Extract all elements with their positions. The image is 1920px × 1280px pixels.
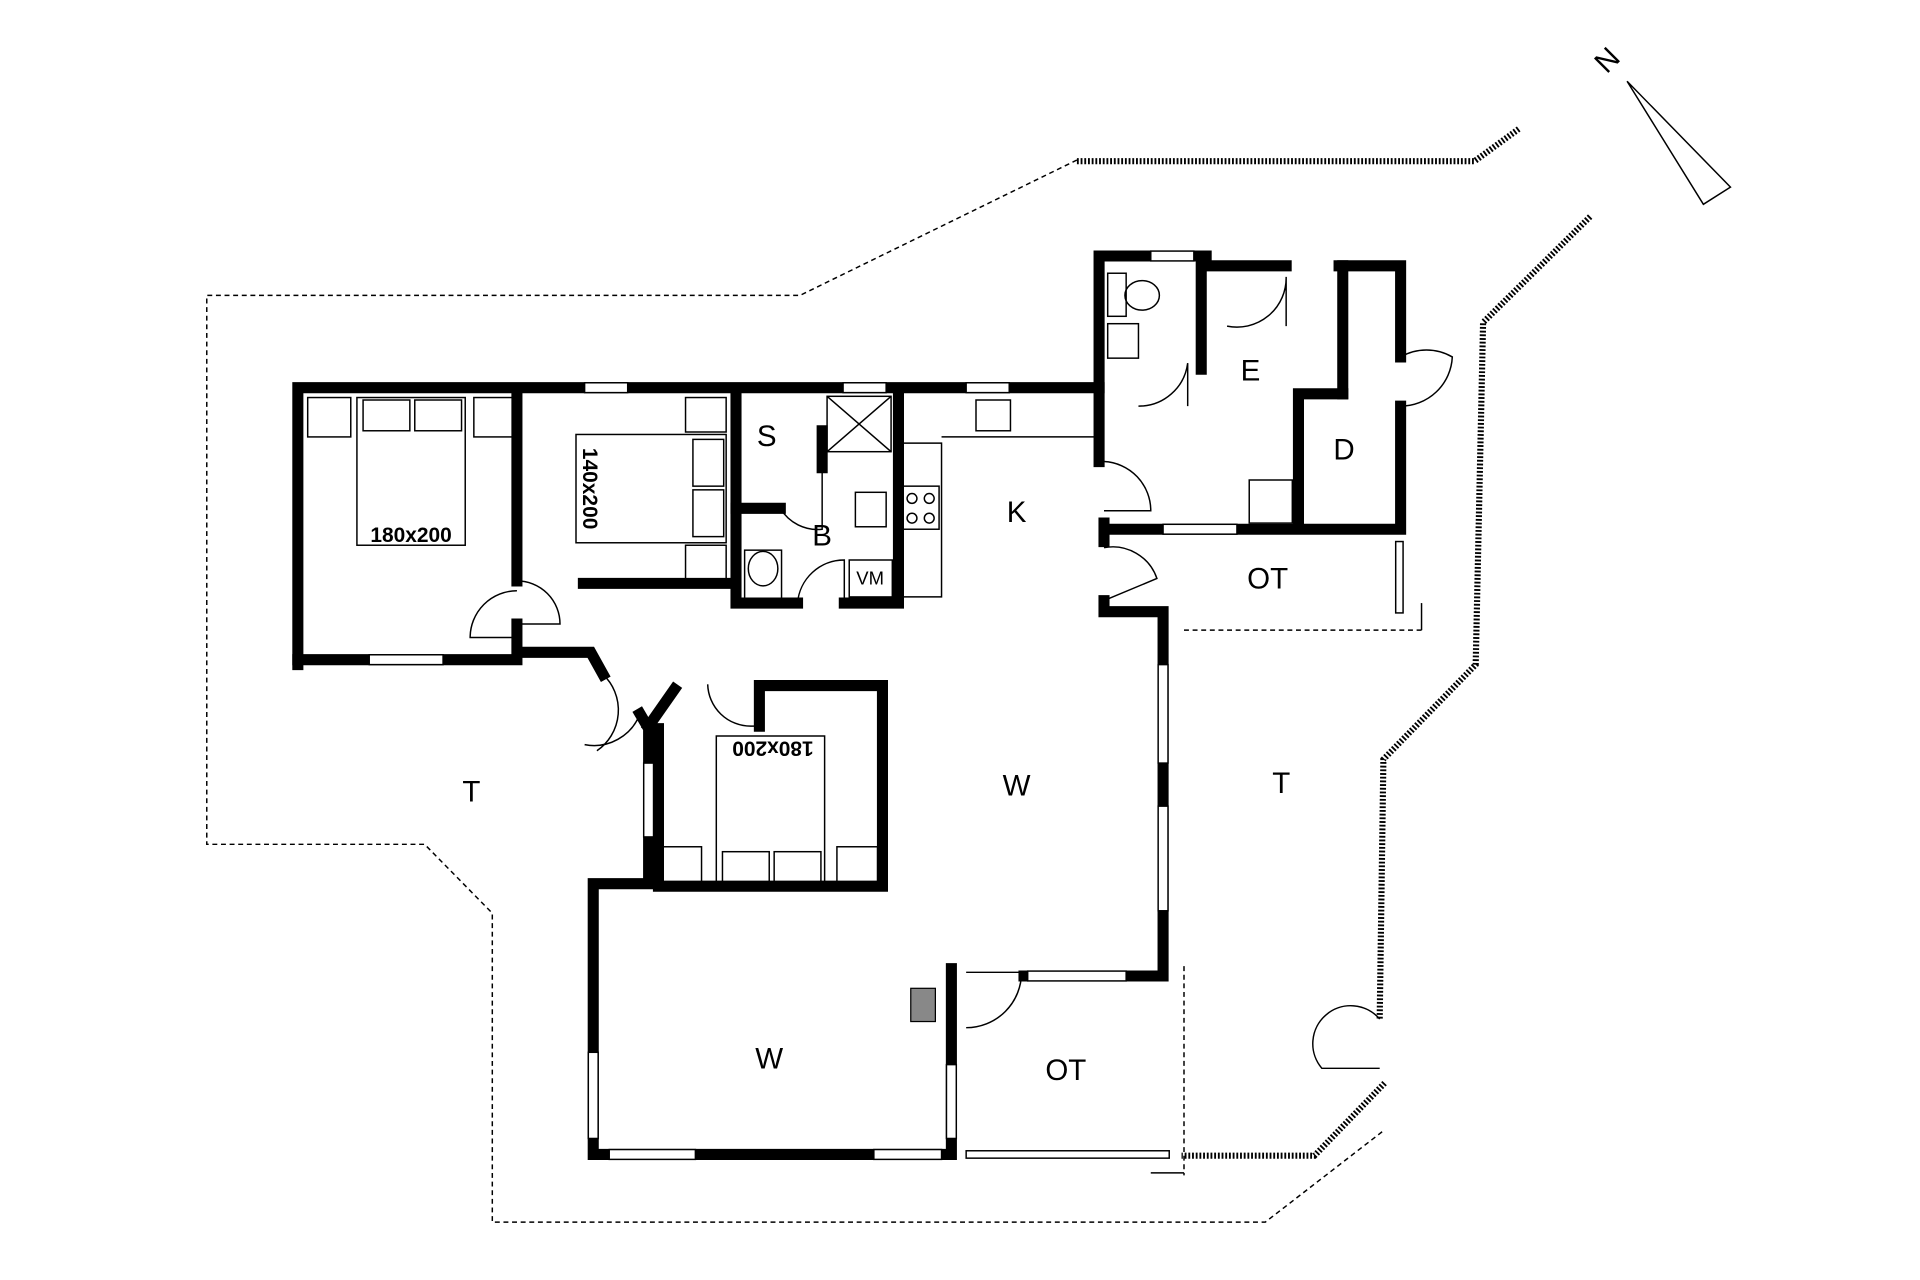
room-label-b: B — [812, 520, 832, 553]
room-label-e: E — [1241, 355, 1261, 388]
toilet-icon — [743, 549, 783, 601]
room-label-t: T — [1272, 767, 1290, 800]
wc-sink-icon — [1106, 322, 1140, 359]
room-label-d: D — [1333, 433, 1354, 466]
room-labels: 180x200 140x200 180x200 S B VM K E D OT … — [370, 355, 1354, 1087]
bed-size-label: 140x200 — [578, 448, 601, 529]
bed-size-label: 180x200 — [370, 524, 451, 547]
north-label: N — [1588, 41, 1626, 79]
bed-icon — [575, 433, 727, 544]
room-label-ot: OT — [1247, 563, 1288, 596]
wc-toilet-icon — [1106, 272, 1127, 318]
stove-icon — [901, 485, 940, 530]
washing-machine-label: VM — [856, 568, 884, 589]
north-arrow-icon: N — [1588, 41, 1732, 206]
room-label-ot: OT — [1045, 1054, 1086, 1087]
bed-icon — [356, 396, 466, 546]
fence — [1076, 125, 1593, 1159]
stove-fireplace-icon — [910, 987, 936, 1023]
doors — [469, 276, 1454, 1029]
room-label-k: K — [1007, 496, 1027, 529]
room-label-s: S — [757, 420, 777, 453]
room-label-w: W — [755, 1043, 783, 1076]
bed-icon — [715, 735, 826, 885]
kitchen-sink-icon — [975, 399, 1012, 432]
bed-size-label: 180x200 — [732, 737, 813, 760]
washing-machine-icon — [848, 559, 894, 598]
sink-icon — [854, 491, 887, 528]
windows — [368, 250, 1404, 1161]
room-label-w: W — [1003, 769, 1031, 802]
fixtures — [306, 272, 1294, 1023]
room-label-t: T — [462, 776, 480, 809]
shower-icon — [826, 395, 892, 453]
